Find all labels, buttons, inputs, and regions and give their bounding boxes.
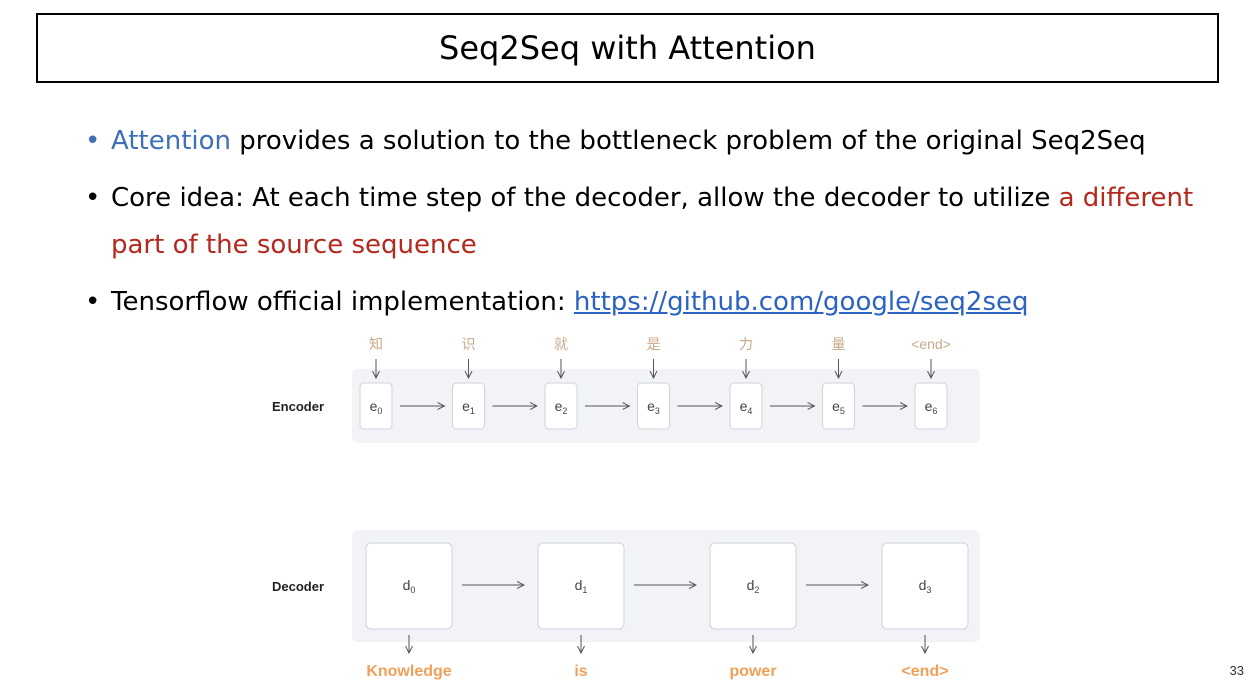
encoder-node: [637, 382, 670, 430]
bullet-tensorflow: • Tensorflow official implementation: ht…: [85, 279, 1215, 326]
output-token: Knowledge: [366, 663, 451, 680]
source-token: 就: [554, 336, 568, 352]
slide-title-box: Seq2Seq with Attention: [36, 13, 1219, 83]
source-token: 识: [462, 336, 476, 352]
bullet-core-idea-highlight: a different part of the source sequence: [111, 183, 1194, 260]
output-token: <end>: [901, 663, 948, 680]
slide-title: Seq2Seq with Attention: [439, 29, 816, 67]
bullet-core-idea: • Core idea: At each time step of the de…: [85, 175, 1215, 269]
output-token: power: [729, 663, 776, 680]
source-token: 力: [739, 336, 753, 352]
diagram-svg: Encoder Decoder 知e0识e1就e2是e3力e4量e5<end>e…: [272, 336, 980, 680]
bullet-dot: •: [85, 183, 101, 213]
decoder-node: [365, 542, 453, 630]
source-token: 是: [647, 336, 661, 352]
encoder-node: [729, 382, 763, 430]
decoder-label: Decoder: [272, 579, 324, 594]
bullet-attention-term: Attention: [111, 126, 231, 156]
decoder-panel: [352, 530, 980, 642]
encoder-label: Encoder: [272, 399, 324, 414]
source-token: <end>: [911, 336, 951, 352]
bullet-attention: • Attention provides a solution to the b…: [85, 118, 1215, 165]
source-token: 知: [369, 336, 383, 352]
bullet-tensorflow-text: Tensorflow official implementation:: [111, 287, 574, 317]
encoder-node: [359, 382, 393, 430]
decoder-node: [881, 542, 969, 630]
decoder-node: [709, 542, 797, 630]
output-token: is: [574, 663, 587, 680]
decoder-node: [537, 542, 625, 630]
encoder-node: [544, 382, 578, 430]
source-token: 量: [832, 336, 846, 352]
encoder-node: [822, 382, 855, 430]
bullet-list: • Attention provides a solution to the b…: [85, 118, 1215, 326]
encoder-node: [914, 382, 948, 430]
bullet-attention-text: provides a solution to the bottleneck pr…: [231, 126, 1146, 156]
encoder-node: [452, 382, 485, 430]
bullet-dot: •: [85, 287, 101, 317]
bullet-dot: •: [85, 126, 101, 156]
page-number: 33: [1229, 663, 1244, 678]
bullet-core-idea-text: Core idea: At each time step of the deco…: [111, 183, 1059, 213]
github-link[interactable]: https://github.com/google/seq2seq: [573, 287, 1029, 317]
